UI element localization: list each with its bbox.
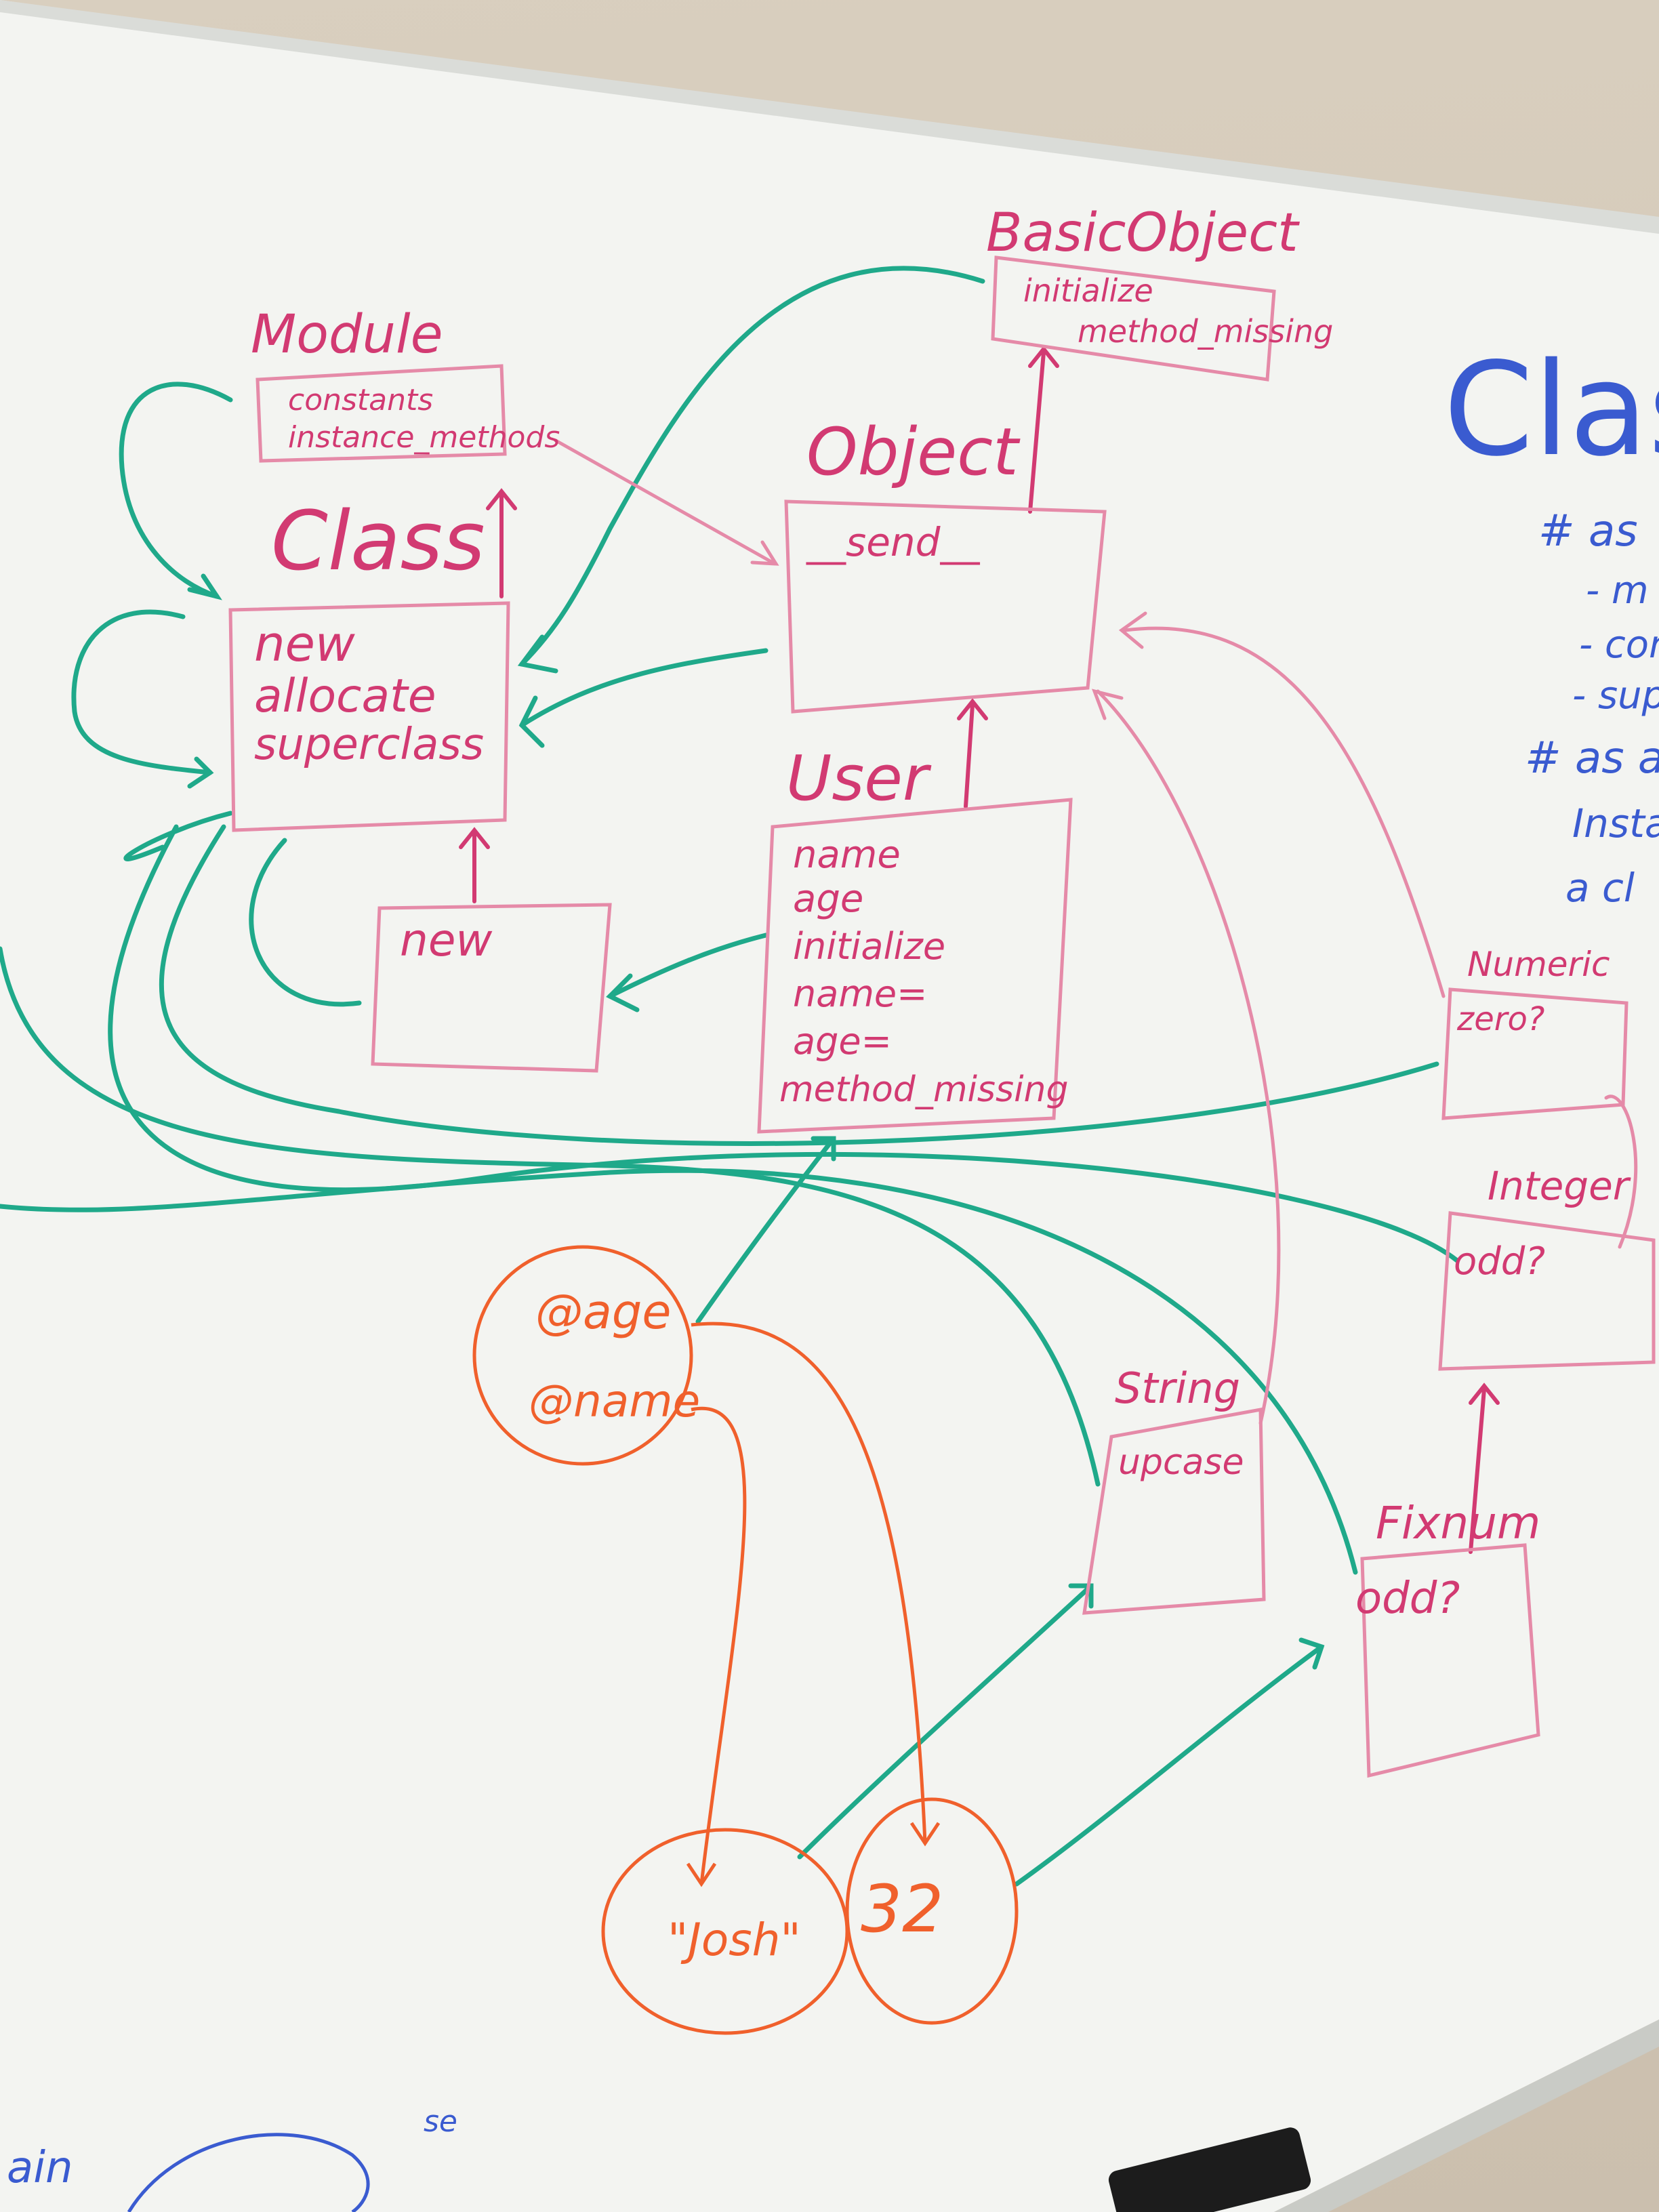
user-method-2: age	[793, 877, 863, 921]
class-method-2: allocate	[254, 670, 436, 723]
fixnum-title: Fixnum	[1376, 1497, 1540, 1549]
josh-to-string	[797, 1583, 1094, 1860]
fixnum-to-integer	[1469, 1387, 1486, 1554]
josh-value: "Josh"	[668, 1914, 801, 1966]
user-method-4: name=	[793, 972, 927, 1015]
object-method-1: __send__	[806, 519, 980, 565]
instance-objects	[472, 1245, 1019, 2035]
numeric-method-1: zero?	[1456, 1000, 1544, 1038]
thirtytwo-value: 32	[861, 1871, 943, 1947]
user-method-5: age=	[793, 1020, 892, 1063]
user-box	[757, 798, 1073, 1134]
numeric-to-object	[1123, 626, 1446, 998]
numeric-box	[1441, 987, 1629, 1120]
integer-method-1: odd?	[1454, 1240, 1545, 1284]
numeric-title: Numeric	[1467, 945, 1610, 984]
user-method-1: name	[793, 833, 901, 877]
singleton-method-1: new	[400, 914, 493, 966]
integer-title: Integer	[1488, 1163, 1631, 1209]
user-to-singleton	[607, 933, 769, 999]
numeric-to-class	[159, 824, 1439, 1146]
basicobject-title: BasicObject	[986, 203, 1300, 264]
object-box	[784, 499, 1107, 714]
module-box	[255, 364, 507, 463]
class-pointer-arrows	[0, 266, 1460, 1887]
module-self-loop	[119, 382, 233, 599]
object-title: Object	[806, 414, 1021, 490]
class-title: Class	[271, 495, 485, 589]
class-box	[228, 601, 510, 832]
corner-note-left: ain	[7, 2143, 73, 2193]
class-boxes	[228, 255, 1656, 1778]
user-title: User	[786, 742, 932, 815]
notes-title: Class	[1443, 335, 1659, 485]
notes-line-1: # as	[1538, 506, 1638, 556]
basicobject-method-2: method_missing	[1078, 313, 1333, 350]
eraser	[1108, 2127, 1311, 2212]
board-frame-bottom	[1274, 2020, 1659, 2212]
user-method-6: method_missing	[779, 1069, 1069, 1110]
teal-arrowheads	[187, 573, 1325, 1670]
instance-to-user	[695, 1136, 836, 1324]
board-frame-top	[0, 0, 1659, 234]
string-box	[1082, 1408, 1266, 1615]
notes-line-4: - supe	[1572, 674, 1659, 718]
integer-to-numeric	[1604, 1094, 1638, 1249]
ivar-name: @name	[529, 1375, 700, 1427]
string-to-object	[1096, 689, 1281, 1425]
string-title: String	[1115, 1364, 1240, 1413]
singleton-to-class	[249, 838, 362, 1007]
module-to-object	[554, 438, 775, 565]
object-to-basicobject	[1028, 350, 1046, 514]
integer-box	[1438, 1211, 1656, 1371]
instance-circle	[472, 1245, 693, 1466]
corner-blue-scribble	[127, 2133, 370, 2212]
thirtytwo-circle	[845, 1797, 1019, 2025]
basicobject-box	[991, 255, 1276, 382]
notes-line-3: - con	[1579, 623, 1659, 667]
module-title: Module	[251, 304, 443, 365]
corner-note-right: se	[424, 2104, 457, 2139]
singleton-box	[371, 903, 612, 1073]
superclass-arrows	[459, 346, 1500, 1554]
fixnum-method-1: odd?	[1355, 1574, 1460, 1624]
module-method-1: constants	[288, 383, 433, 417]
integer-to-class	[108, 824, 1460, 1263]
notes-line-5: # as a	[1525, 733, 1659, 783]
fixnum-box	[1360, 1543, 1540, 1778]
basicobject-to-class	[519, 266, 985, 667]
class-self-loop-upper	[71, 609, 213, 775]
basicobject-method-1: initialize	[1023, 272, 1153, 309]
notes-line-2: - m	[1586, 569, 1649, 613]
class-method-1: new	[254, 615, 355, 672]
user-method-3: initialize	[793, 925, 945, 968]
name-to-josh-arrow	[691, 1406, 747, 1885]
age-to-32-arrow	[691, 1322, 927, 1844]
class-self-loop-lower	[123, 811, 233, 861]
fixnum-to-class	[0, 1168, 1358, 1575]
string-method-1: upcase	[1118, 1442, 1244, 1483]
superclass-arrows-light	[554, 438, 1638, 1425]
user-to-object	[964, 703, 975, 808]
class-method-3: superclass	[254, 720, 484, 770]
object-to-class	[519, 648, 769, 728]
ivar-age: @age	[535, 1284, 671, 1340]
module-method-2: instance_methods	[288, 420, 560, 455]
string-to-class	[0, 946, 1101, 1487]
thirtytwo-to-fixnum	[1014, 1644, 1324, 1887]
notes-line-7: a cl	[1565, 865, 1635, 911]
